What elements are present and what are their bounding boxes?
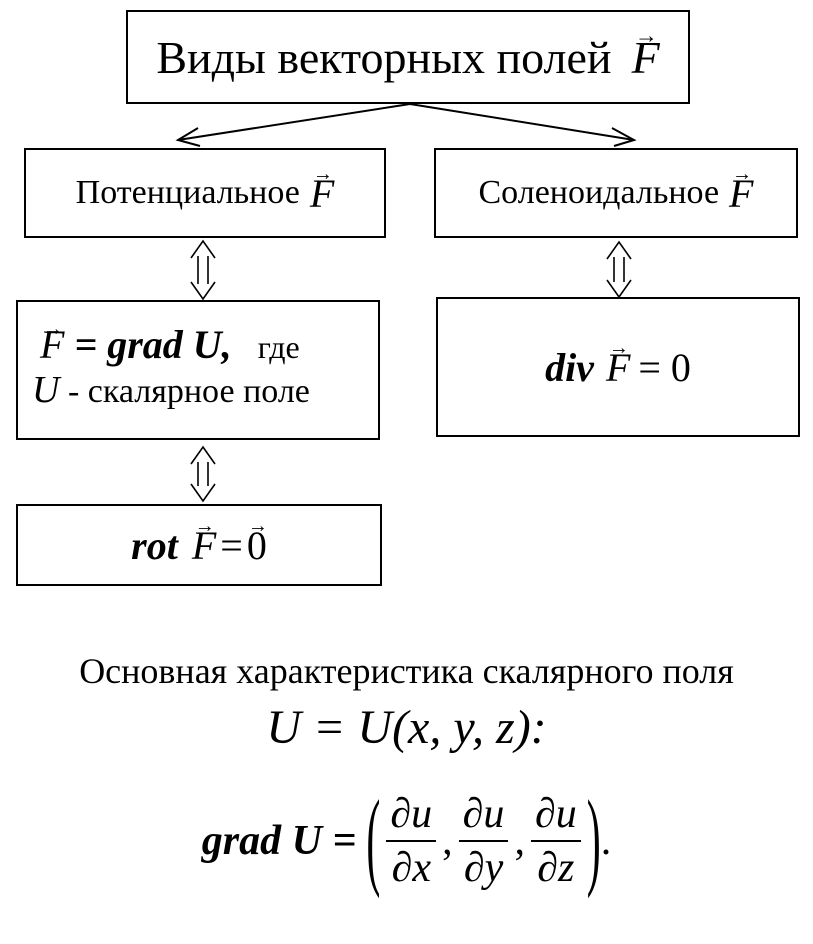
grad-eq: = grad U, (74, 322, 232, 368)
div-equals-zero: = 0 (638, 344, 691, 390)
solenoidal-vector-f: F→ (729, 162, 754, 216)
potential-vector-f: F→ (309, 162, 335, 216)
div-box: div F→ = 0 (436, 297, 800, 437)
fraction-du-dx: ∂u ∂x (386, 792, 437, 890)
right-paren: ) (586, 781, 601, 901)
gradient-def-line1: F→ = grad U, где (40, 317, 300, 368)
solenoidal-label: Соленоидальное (478, 174, 720, 211)
solenoidal-box: Соленоидальное F→ (434, 148, 798, 238)
fraction-du-dz: ∂u ∂z (530, 792, 581, 890)
grad-where: где (257, 329, 300, 366)
fraction-du-dy: ∂u ∂y (458, 792, 509, 890)
rot-box: rot F→ = 0→ (16, 504, 382, 586)
rot-zero-vector: 0→ (246, 514, 268, 568)
period: . (600, 818, 612, 865)
arrowhead-potential (175, 127, 201, 147)
gradient-def-line2: U - скалярное поле (32, 366, 310, 415)
title-vector-f: F→ (631, 23, 660, 83)
title-text: Виды векторных полей (156, 31, 612, 83)
scalar-heading: Основная характеристика скалярного поля (79, 651, 734, 691)
grad-vector-f: F→ (40, 317, 65, 368)
double-arrow-1 (190, 239, 216, 301)
left-paren: ( (366, 781, 381, 901)
grad-formula-lhs: grad U = (201, 818, 357, 865)
gradient-formula: grad U = ( ∂u ∂x , ∂u ∂y , ∂u ∂z ) . (0, 781, 813, 901)
gradient-def-box: F→ = grad U, где U - скалярное поле (16, 300, 380, 440)
double-arrow-2 (190, 445, 216, 503)
scalar-u-text: - скалярное поле (67, 373, 310, 411)
rot-operator: rot (131, 522, 178, 568)
double-arrow-3 (606, 240, 632, 299)
title-box: Виды векторных полей F→ (126, 10, 690, 104)
potential-box: Потенциальное F→ (24, 148, 386, 238)
rot-equals: = (220, 522, 243, 568)
div-operator: div (545, 344, 594, 390)
scalar-equation: U = U(x, y, z): (266, 701, 547, 754)
arrow-to-potential (177, 103, 411, 141)
div-vector-f: F→ (605, 336, 631, 390)
rot-vector-f: F→ (191, 514, 217, 568)
scalar-u-symbol: U (32, 369, 60, 412)
arrowhead-solenoidal (611, 127, 637, 147)
comma-2: , (514, 818, 525, 865)
comma-1: , (442, 818, 453, 865)
arrow-to-solenoidal (409, 103, 635, 141)
potential-label: Потенциальное (75, 174, 300, 211)
